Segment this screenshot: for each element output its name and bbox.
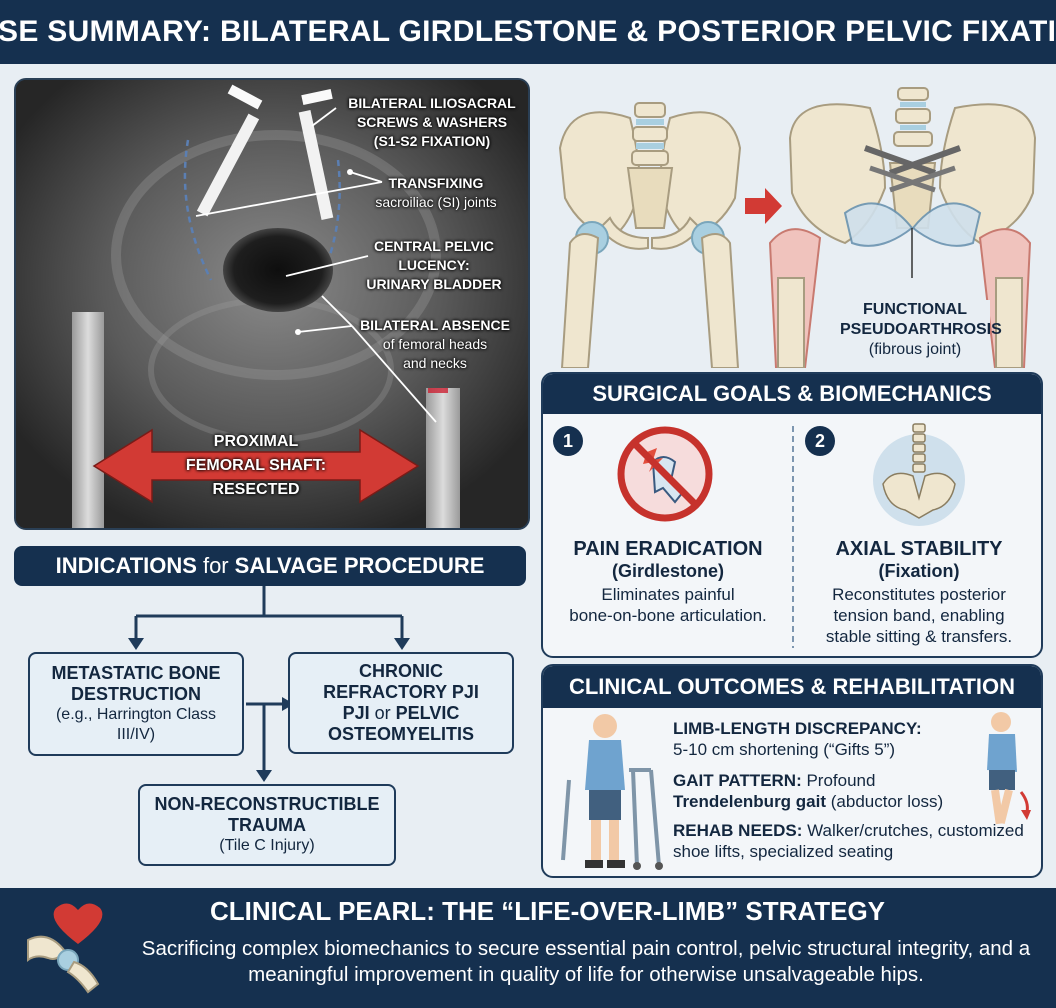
bladder-lucency bbox=[223, 228, 333, 312]
resection-double-arrow bbox=[92, 428, 420, 504]
right-femoral-shaft bbox=[426, 388, 460, 528]
pelvis-before-after bbox=[558, 87, 1037, 369]
clinical-pearl-title: CLINICAL PEARL: THE “LIFE-OVER-LIMB” STR… bbox=[210, 896, 886, 926]
page-title: CASE SUMMARY: BILATERAL GIRDLESTONE & PO… bbox=[0, 15, 1056, 48]
outcome-rehab-needs: REHAB NEEDS: Walker/crutches, customized… bbox=[673, 821, 1024, 861]
goals-divider bbox=[792, 426, 794, 648]
trendelenburg-gait-icon bbox=[987, 712, 1031, 825]
si-joint-left bbox=[183, 139, 213, 281]
indication-pji: CHRONIC REFRACTORY PJI PJI or PELVIC OST… bbox=[288, 652, 514, 754]
page-header: CASE SUMMARY: BILATERAL GIRDLESTONE & PO… bbox=[0, 0, 1056, 64]
goal-number-badge-1: 1 bbox=[553, 426, 583, 456]
goal-axial-stability: AXIAL STABILITY (Fixation) Reconstitutes… bbox=[825, 538, 1013, 646]
clinical-outcomes-title: CLINICAL OUTCOMES & REHABILITATION bbox=[543, 666, 1041, 708]
indication-trauma: NON-RECONSTRUCTIBLE TRAUMA (Tile C Injur… bbox=[138, 784, 396, 866]
indications-flow-connectors bbox=[128, 586, 410, 782]
normal-pelvis-illustration bbox=[558, 102, 742, 369]
clinical-outcomes-card: CLINICAL OUTCOMES & REHABILITATION LIMB-… bbox=[541, 664, 1043, 878]
transition-arrow bbox=[745, 188, 782, 224]
no-pain-icon bbox=[617, 426, 713, 522]
goal-number-badge-2: 2 bbox=[805, 426, 835, 456]
clinical-pearl-footer: CLINICAL PEARL: THE “LIFE-OVER-LIMB” STR… bbox=[0, 888, 1056, 1008]
si-joint-right bbox=[314, 159, 341, 291]
surgical-goals-card: SURGICAL GOALS & BIOMECHANICS 1 PAIN ERA… bbox=[541, 372, 1043, 658]
surgical-goals-title: SURGICAL GOALS & BIOMECHANICS bbox=[543, 374, 1041, 414]
walker-patient-icon bbox=[561, 714, 663, 870]
xray-image bbox=[16, 80, 528, 528]
clinical-pearl-text: Sacrificing complex biomechanics to secu… bbox=[141, 937, 1031, 986]
hip-heart-icon bbox=[27, 903, 103, 994]
left-femoral-shaft bbox=[72, 312, 104, 528]
axial-stability-icon bbox=[873, 423, 965, 526]
indication-metastatic: METASTATIC BONE DESTRUCTION (e.g., Harri… bbox=[28, 652, 244, 756]
goal-pain-eradication: PAIN ERADICATION (Girdlestone) Eliminate… bbox=[569, 538, 767, 625]
outcome-limb-length: LIMB-LENGTH DISCREPANCY:5-10 cm shorteni… bbox=[673, 719, 922, 759]
post-op-pelvis-illustration bbox=[768, 87, 1037, 369]
